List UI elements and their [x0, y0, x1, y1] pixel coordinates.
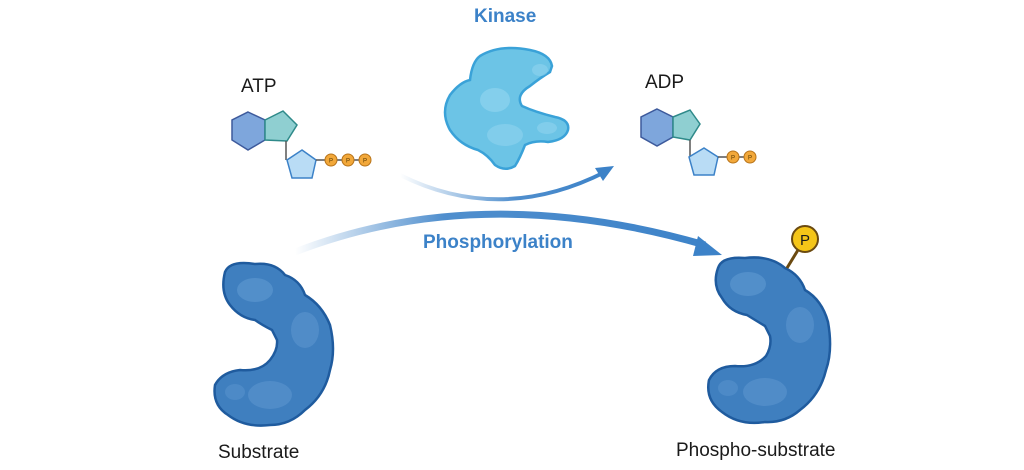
atp-label: ATP — [241, 76, 277, 97]
phosphate-bead-icon — [341, 153, 355, 167]
phosphate-linker — [785, 249, 800, 269]
atp-to-adp-arrowhead — [595, 166, 614, 181]
phosphate-bead-icon — [726, 150, 740, 164]
phosphate-bead-icon — [324, 153, 338, 167]
ribose-pentagon-icon — [688, 147, 719, 176]
adenine-pentagon-icon — [264, 110, 298, 142]
phosphate-group-icon — [791, 225, 819, 253]
phospho-substrate-label: Phospho-substrate — [676, 440, 836, 461]
kinase-label: Kinase — [474, 6, 537, 27]
phosphate-bead-label: P — [748, 156, 752, 162]
phosphate-group-label: P — [800, 232, 810, 249]
substrate-label: Substrate — [218, 442, 300, 463]
adenine-hexagon-icon — [231, 111, 266, 151]
adp-label: ADP — [645, 72, 685, 93]
phospho-substrate-protein-icon — [707, 256, 832, 425]
phosphate-bead-icon — [358, 153, 372, 167]
phosphate-bead-icon — [743, 150, 757, 164]
phosphate-bead-label: P — [363, 159, 367, 165]
atp-to-adp-arrow — [399, 170, 606, 202]
phosphorylation-arrowhead — [693, 236, 722, 256]
phosphate-bead-label: P — [731, 156, 735, 162]
kinase-enzyme-icon — [443, 46, 570, 170]
phosphate-bead-label: P — [346, 159, 350, 165]
adenine-pentagon-icon — [672, 109, 701, 141]
substrate-protein-icon — [213, 261, 335, 427]
ribose-pentagon-icon — [286, 149, 317, 179]
phosphorylation-label: Phosphorylation — [423, 232, 573, 253]
phosphorylation-arrow — [293, 210, 706, 256]
phosphate-bead-label: P — [329, 159, 333, 165]
adenine-hexagon-icon — [640, 108, 674, 147]
